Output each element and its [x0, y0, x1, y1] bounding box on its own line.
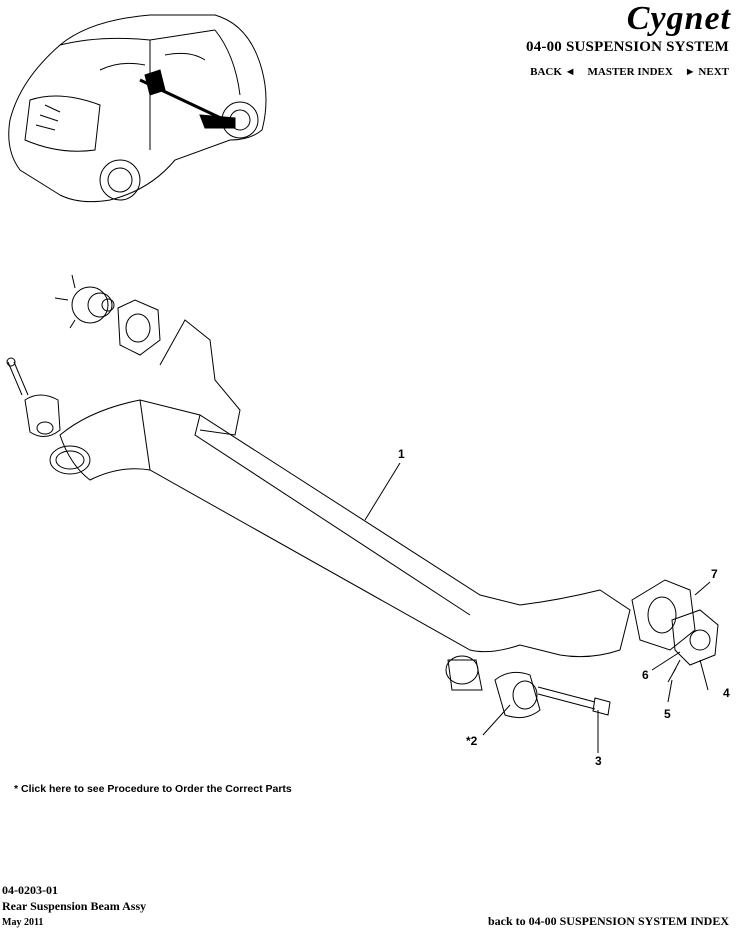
car-overview-illustration [8, 14, 267, 203]
callout-1: 1 [398, 447, 405, 461]
cygnet-logo: Cygnet [626, 0, 731, 37]
master-index-link[interactable]: MASTER INDEX [587, 66, 673, 78]
rear-suspension-beam-diagram: 1 *2 3 4 5 6 7 [6, 274, 730, 768]
callout-2: *2 [466, 734, 478, 748]
callout-3: 3 [595, 754, 602, 768]
back-link[interactable]: BACK ◄ [530, 66, 576, 78]
back-to-index-link[interactable]: back to 04-00 SUSPENSION SYSTEM INDEX [487, 914, 729, 928]
callout-5: 5 [664, 707, 671, 721]
right-hub [671, 609, 719, 666]
callout-7: 7 [711, 567, 718, 581]
order-procedure-link[interactable]: * Click here to see Procedure to Order t… [14, 783, 292, 795]
callout-6: 6 [642, 668, 649, 682]
part-number: 04-0203-01 [2, 883, 58, 897]
left-bushing [24, 394, 61, 437]
part-name: Rear Suspension Beam Assy [2, 899, 147, 913]
left-backing-plate [117, 299, 161, 356]
next-link[interactable]: ► NEXT [684, 66, 729, 78]
right-bolt [537, 686, 596, 710]
publication-date: May 2011 [2, 917, 44, 928]
left-hub [71, 286, 109, 324]
left-bushing-housing [49, 445, 91, 475]
section-title: 04-00 SUSPENSION SYSTEM [526, 39, 729, 55]
navigation-bar: BACK ◄ MASTER INDEX ► NEXT [530, 66, 729, 78]
right-bushing [494, 671, 541, 719]
callout-4: 4 [723, 686, 730, 700]
left-bolt [7, 361, 29, 396]
right-backing-plate [631, 579, 696, 651]
